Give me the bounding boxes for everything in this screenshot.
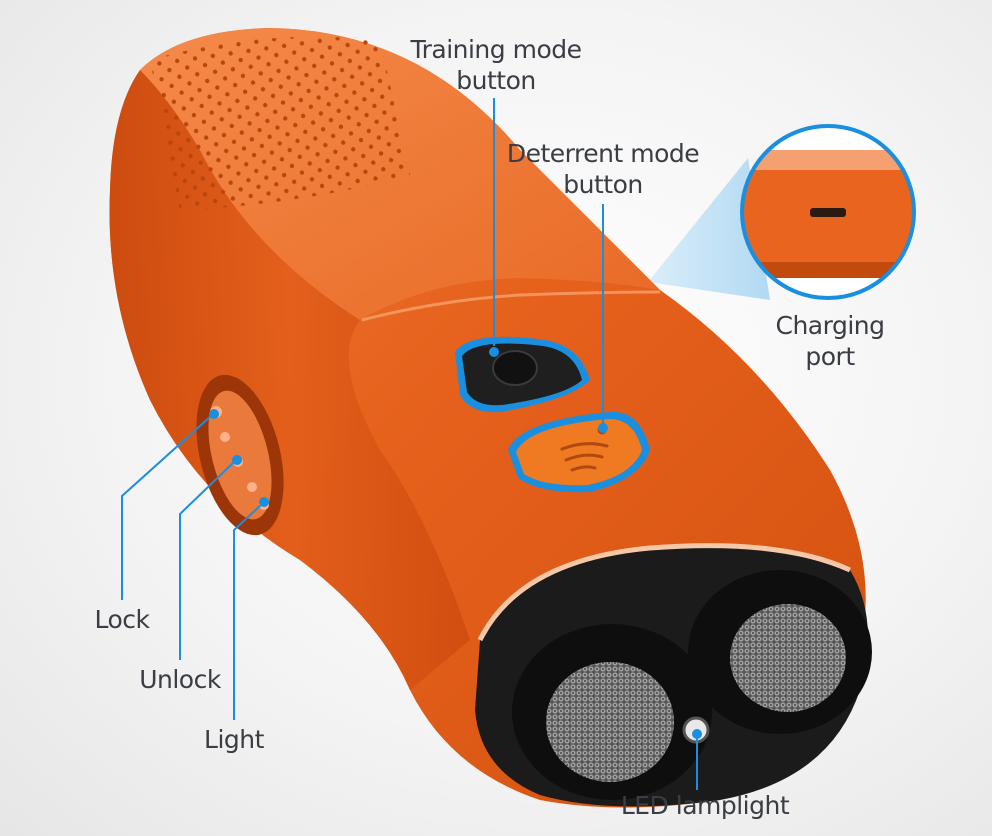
deterrent-mode-button xyxy=(516,418,642,486)
charging-port-zoom-ring xyxy=(740,124,916,300)
charging-port-label: Charging port xyxy=(775,311,886,371)
light-label: Light xyxy=(204,725,264,754)
right-ultrasonic-mesh xyxy=(730,604,846,712)
usb-port-icon xyxy=(810,208,846,217)
body-ridge-highlight xyxy=(361,290,661,322)
left-ultrasonic-mesh xyxy=(546,662,674,782)
deterrent-mode-label: Deterrent mode button xyxy=(506,139,700,199)
leader-lines xyxy=(121,98,702,790)
training-mode-label: Training mode button xyxy=(410,35,583,95)
round-button-icon xyxy=(492,350,538,386)
unlock-leader-line xyxy=(179,461,235,660)
light-leader-line xyxy=(233,503,263,720)
front-rim-highlight xyxy=(477,543,852,642)
speaker-grille xyxy=(150,36,410,211)
charging-port-zoom xyxy=(742,126,914,298)
charging-port-zoom-cone xyxy=(648,158,770,300)
unlock-label: Unlock xyxy=(139,665,221,694)
led-lamplight-label: LED lamplight xyxy=(620,791,790,820)
lock-label: Lock xyxy=(94,605,150,634)
device-side-face xyxy=(109,70,470,690)
lock-leader-line xyxy=(121,415,212,600)
